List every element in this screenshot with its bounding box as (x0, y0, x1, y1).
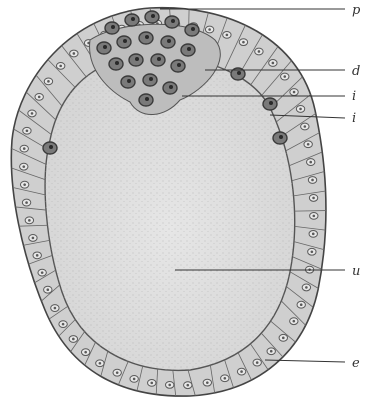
nucleolus (72, 338, 75, 341)
nucleolus (38, 96, 41, 99)
nucleolus (28, 219, 31, 222)
nucleolus (23, 183, 26, 186)
label-i-upper: i (352, 89, 356, 104)
cell-wall (294, 211, 325, 212)
inner-mass-nucleolus (145, 97, 149, 101)
nucleolus (293, 91, 296, 94)
inner-mass-nucleolus (115, 61, 119, 65)
nucleolus (226, 34, 229, 37)
nucleolus (26, 129, 29, 132)
nucleolus (305, 286, 308, 289)
nucleolus (208, 28, 211, 31)
inner-mass-nucleolus (49, 145, 53, 149)
nucleolus (36, 254, 39, 257)
nucleolus (282, 337, 285, 340)
label-d: d (352, 64, 360, 79)
inner-mass-nucleolus (157, 57, 161, 61)
nucleolus (240, 370, 243, 373)
inner-mass-nucleolus (151, 14, 155, 18)
inner-mass-nucleolus (127, 79, 131, 83)
label-p: p (352, 3, 361, 18)
inner-mass-nucleolus (167, 39, 171, 43)
nucleolus (270, 350, 273, 353)
inner-mass-nucleolus (279, 135, 283, 139)
nucleolus (22, 165, 25, 168)
nucleolus (168, 384, 171, 387)
nucleolus (258, 50, 261, 53)
nucleolus (272, 62, 275, 65)
inner-mass-nucleolus (149, 77, 153, 81)
nucleolus (150, 382, 153, 385)
nucleolus (309, 161, 312, 164)
nucleolus (304, 125, 307, 128)
inner-mass-nucleolus (145, 35, 149, 39)
nucleolus (299, 108, 302, 111)
nucleolus (59, 65, 62, 68)
inner-mass-nucleolus (237, 71, 241, 75)
nucleolus (283, 75, 286, 78)
nucleolus (84, 351, 87, 354)
nucleolus (256, 361, 259, 364)
nucleolus (46, 288, 49, 291)
label-i-lower: i (352, 111, 356, 126)
nucleolus (312, 233, 315, 236)
nucleolus (307, 143, 310, 146)
inner-mass-nucleolus (135, 57, 139, 61)
nucleolus (99, 362, 102, 365)
nucleolus (54, 307, 57, 310)
inner-mass-nucleolus (111, 25, 115, 29)
label-e: e (352, 356, 360, 371)
inner-mass-nucleolus (177, 63, 181, 67)
nucleolus (47, 80, 50, 83)
nucleolus (32, 237, 35, 240)
nucleolus (313, 215, 316, 218)
nucleolus (73, 52, 76, 55)
nucleolus (62, 323, 65, 326)
inner-mass-nucleolus (169, 85, 173, 89)
nucleolus (224, 377, 227, 380)
nucleolus (300, 303, 303, 306)
nucleolus (31, 112, 34, 115)
nucleolus (23, 147, 26, 150)
inner-mass-nucleolus (269, 101, 273, 105)
inner-mass-nucleolus (171, 19, 175, 23)
nucleolus (41, 271, 44, 274)
nucleolus (186, 384, 189, 387)
inner-mass-nucleolus (131, 17, 135, 21)
nucleolus (311, 250, 314, 253)
nucleolus (242, 41, 245, 44)
inner-mass-nucleolus (191, 27, 195, 31)
inner-mass-nucleolus (187, 47, 191, 51)
inner-mass-nucleolus (123, 39, 127, 43)
inner-mass-nucleolus (103, 45, 107, 49)
nucleolus (311, 179, 314, 182)
nucleolus (312, 197, 315, 200)
nucleolus (206, 381, 209, 384)
nucleolus (293, 320, 296, 323)
nucleolus (116, 371, 119, 374)
label-u: u (352, 264, 360, 279)
nucleolus (133, 378, 136, 381)
nucleolus (25, 201, 28, 204)
